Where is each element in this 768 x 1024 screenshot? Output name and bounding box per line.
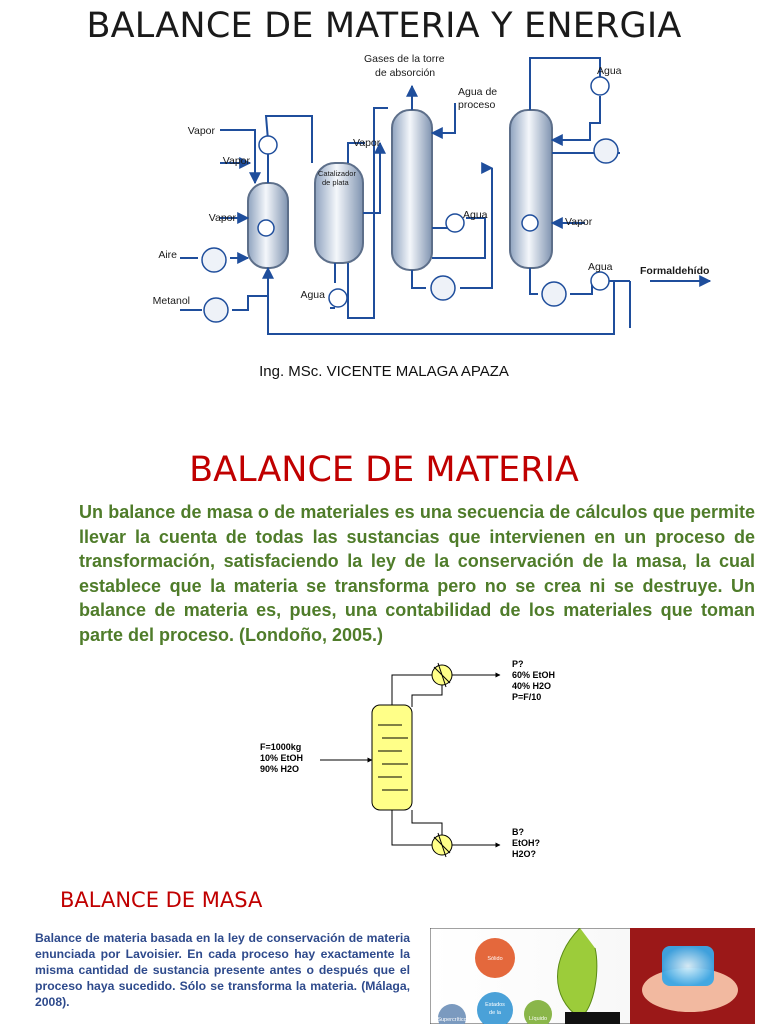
exchanger-7-icon [522, 215, 538, 231]
column-body [372, 705, 412, 810]
estados-label-2: de la [489, 1010, 502, 1016]
label-agua-1: Agua [300, 289, 325, 301]
label-agua-proceso-1: Agua de [458, 86, 497, 98]
solido-label: Sólido [487, 956, 502, 962]
label-agua-3: Agua [597, 65, 622, 77]
label-catalizador: Catalizador [318, 169, 356, 178]
exchanger-5-icon [591, 77, 609, 95]
distillation-column [510, 110, 552, 268]
pump-metanol-icon [204, 298, 228, 322]
estados-label-1: Estados [485, 1002, 505, 1008]
label-metanol: Metanol [153, 295, 190, 307]
slide1-title: BALANCE DE MATERIA Y ENERGIA [0, 6, 768, 46]
top-label-1: P? [512, 659, 524, 669]
slide3-paragraph: Balance de materia basada en la ley de c… [35, 930, 410, 1010]
label-vapor-3: Vapor [209, 212, 237, 224]
pump-aire-icon [202, 248, 226, 272]
label-aire: Aire [158, 249, 177, 261]
label-agua-2: Agua [463, 209, 488, 221]
slide2-paragraph: Un balance de masa o de materiales es un… [79, 500, 755, 647]
label-vapor-1: Vapor [188, 125, 216, 137]
label-agua-proceso-2: proceso [458, 99, 496, 111]
label-formaldehido: Formaldehído [640, 265, 709, 277]
label-plata: de plata [322, 178, 350, 187]
pump-absorption-icon [431, 276, 455, 300]
bottom-label-3: H2O? [512, 849, 536, 859]
distillation-column-diagram: F=1000kg 10% EtOH 90% H2O P? 60% EtOH 40… [250, 655, 570, 870]
label-agua-4: Agua [588, 261, 613, 273]
slide2-title: BALANCE DE MATERIA [0, 450, 768, 490]
label-vapor-2: Vapor [223, 155, 251, 167]
absorption-tower [392, 110, 432, 270]
label-vapor-5: Vapor [565, 216, 593, 228]
top-label-2: 60% EtOH [512, 670, 555, 680]
supercritico-label: Supercrítico [437, 1017, 466, 1023]
feed-label-1: F=1000kg [260, 742, 301, 752]
liquido-label: Líquido [529, 1016, 547, 1022]
label-gases-2: de absorción [375, 67, 435, 79]
exchanger-4-icon [446, 214, 464, 232]
top-label-3: 40% H2O [512, 681, 551, 691]
exchanger-2-icon [258, 220, 274, 236]
slide3-title: BALANCE DE MASA [60, 888, 262, 912]
top-label-4: P=F/10 [512, 692, 541, 702]
states-of-matter-image: Sólido Estados de la Supercrítico Líquid… [430, 928, 755, 1024]
exchanger-6-icon [591, 272, 609, 290]
exchanger-1-icon [259, 136, 277, 154]
feed-label-2: 10% EtOH [260, 753, 303, 763]
pump-column-bottom-icon [542, 282, 566, 306]
author-line: Ing. MSc. VICENTE MALAGA APAZA [0, 363, 768, 380]
exchanger-3-icon [329, 289, 347, 307]
formaldehyde-process-diagram: Vapor Vapor Vapor Vapor Vapor Aire Metan… [130, 48, 730, 348]
label-gases-1: Gases de la torre [364, 53, 445, 65]
bottom-label-2: EtOH? [512, 838, 540, 848]
bottom-label-1: B? [512, 827, 524, 837]
feed-label-3: 90% H2O [260, 764, 299, 774]
label-vapor-4: Vapor [353, 137, 381, 149]
pump-reflux-icon [594, 139, 618, 163]
